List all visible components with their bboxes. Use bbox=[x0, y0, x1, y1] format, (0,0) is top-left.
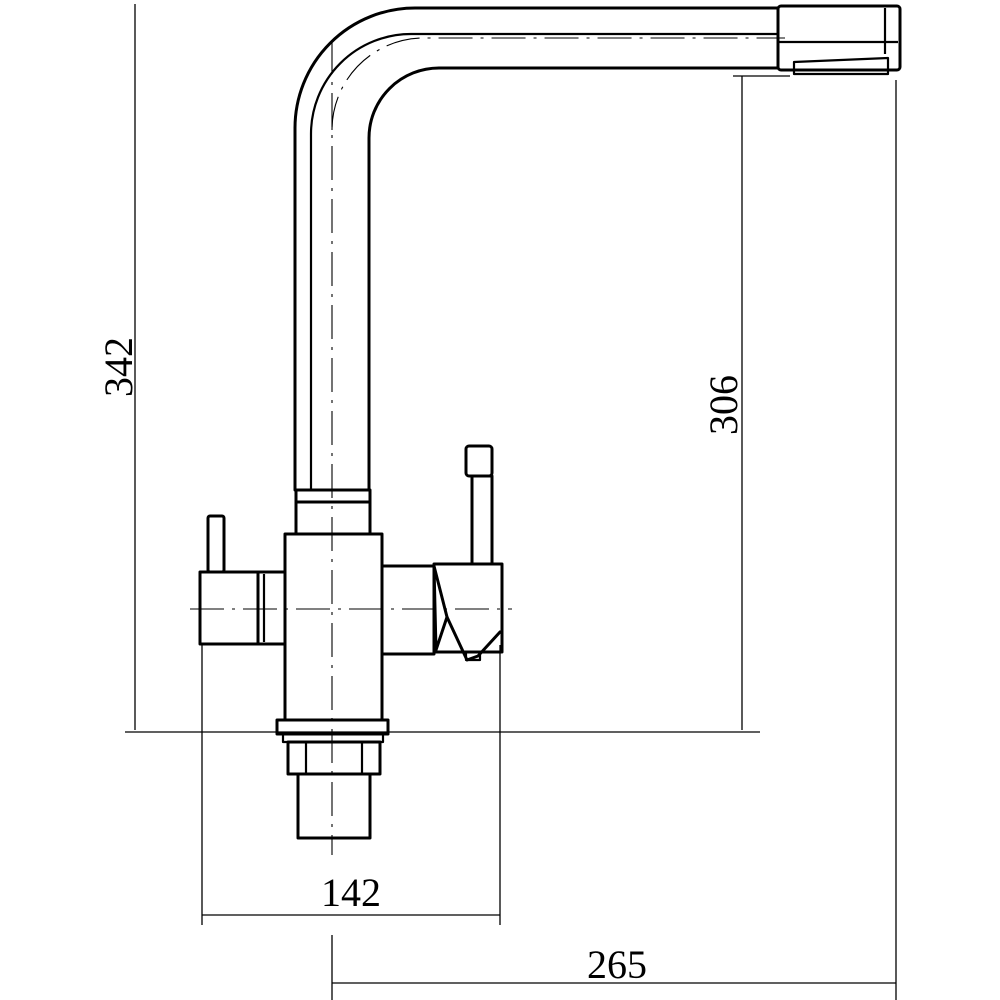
collar-ring-top bbox=[294, 488, 372, 504]
mounting-shank bbox=[296, 772, 372, 840]
spout-collar bbox=[294, 488, 372, 536]
dimension-label-306: 306 bbox=[701, 375, 746, 435]
spout-centerline bbox=[331, 37, 785, 131]
mounting-assembly bbox=[286, 740, 382, 840]
spout-inner-tube bbox=[309, 32, 778, 490]
collar-ring bbox=[294, 500, 372, 536]
dimension-total-height: 342 bbox=[96, 4, 760, 733]
spout-inner-wall bbox=[367, 66, 780, 492]
aerator-housing bbox=[776, 4, 902, 72]
dimension-label-265: 265 bbox=[587, 942, 647, 987]
right-handle bbox=[380, 444, 504, 662]
dimension-spout-height: 306 bbox=[701, 75, 790, 730]
body-cylinder bbox=[283, 532, 384, 722]
right-handle-connector bbox=[380, 564, 436, 656]
spout-aerator bbox=[776, 4, 902, 76]
right-handle-cutaway bbox=[445, 615, 502, 662]
left-handle-body bbox=[198, 570, 287, 646]
left-lever bbox=[206, 514, 226, 574]
right-handle-chamfer bbox=[432, 564, 449, 652]
dimension-label-342: 342 bbox=[96, 337, 141, 397]
right-handle-pin bbox=[464, 650, 482, 662]
right-lever-stem bbox=[470, 474, 494, 566]
aerator-outlet bbox=[792, 56, 890, 76]
right-lever-cap bbox=[464, 444, 494, 478]
dimension-label-142: 142 bbox=[321, 870, 381, 915]
mounting-nut bbox=[286, 740, 382, 776]
spout-outer-wall bbox=[293, 6, 780, 492]
dimension-body-width: 142 bbox=[201, 645, 501, 925]
dimension-spout-reach: 265 bbox=[331, 80, 897, 1000]
spout bbox=[293, 6, 780, 492]
left-handle bbox=[198, 514, 287, 646]
